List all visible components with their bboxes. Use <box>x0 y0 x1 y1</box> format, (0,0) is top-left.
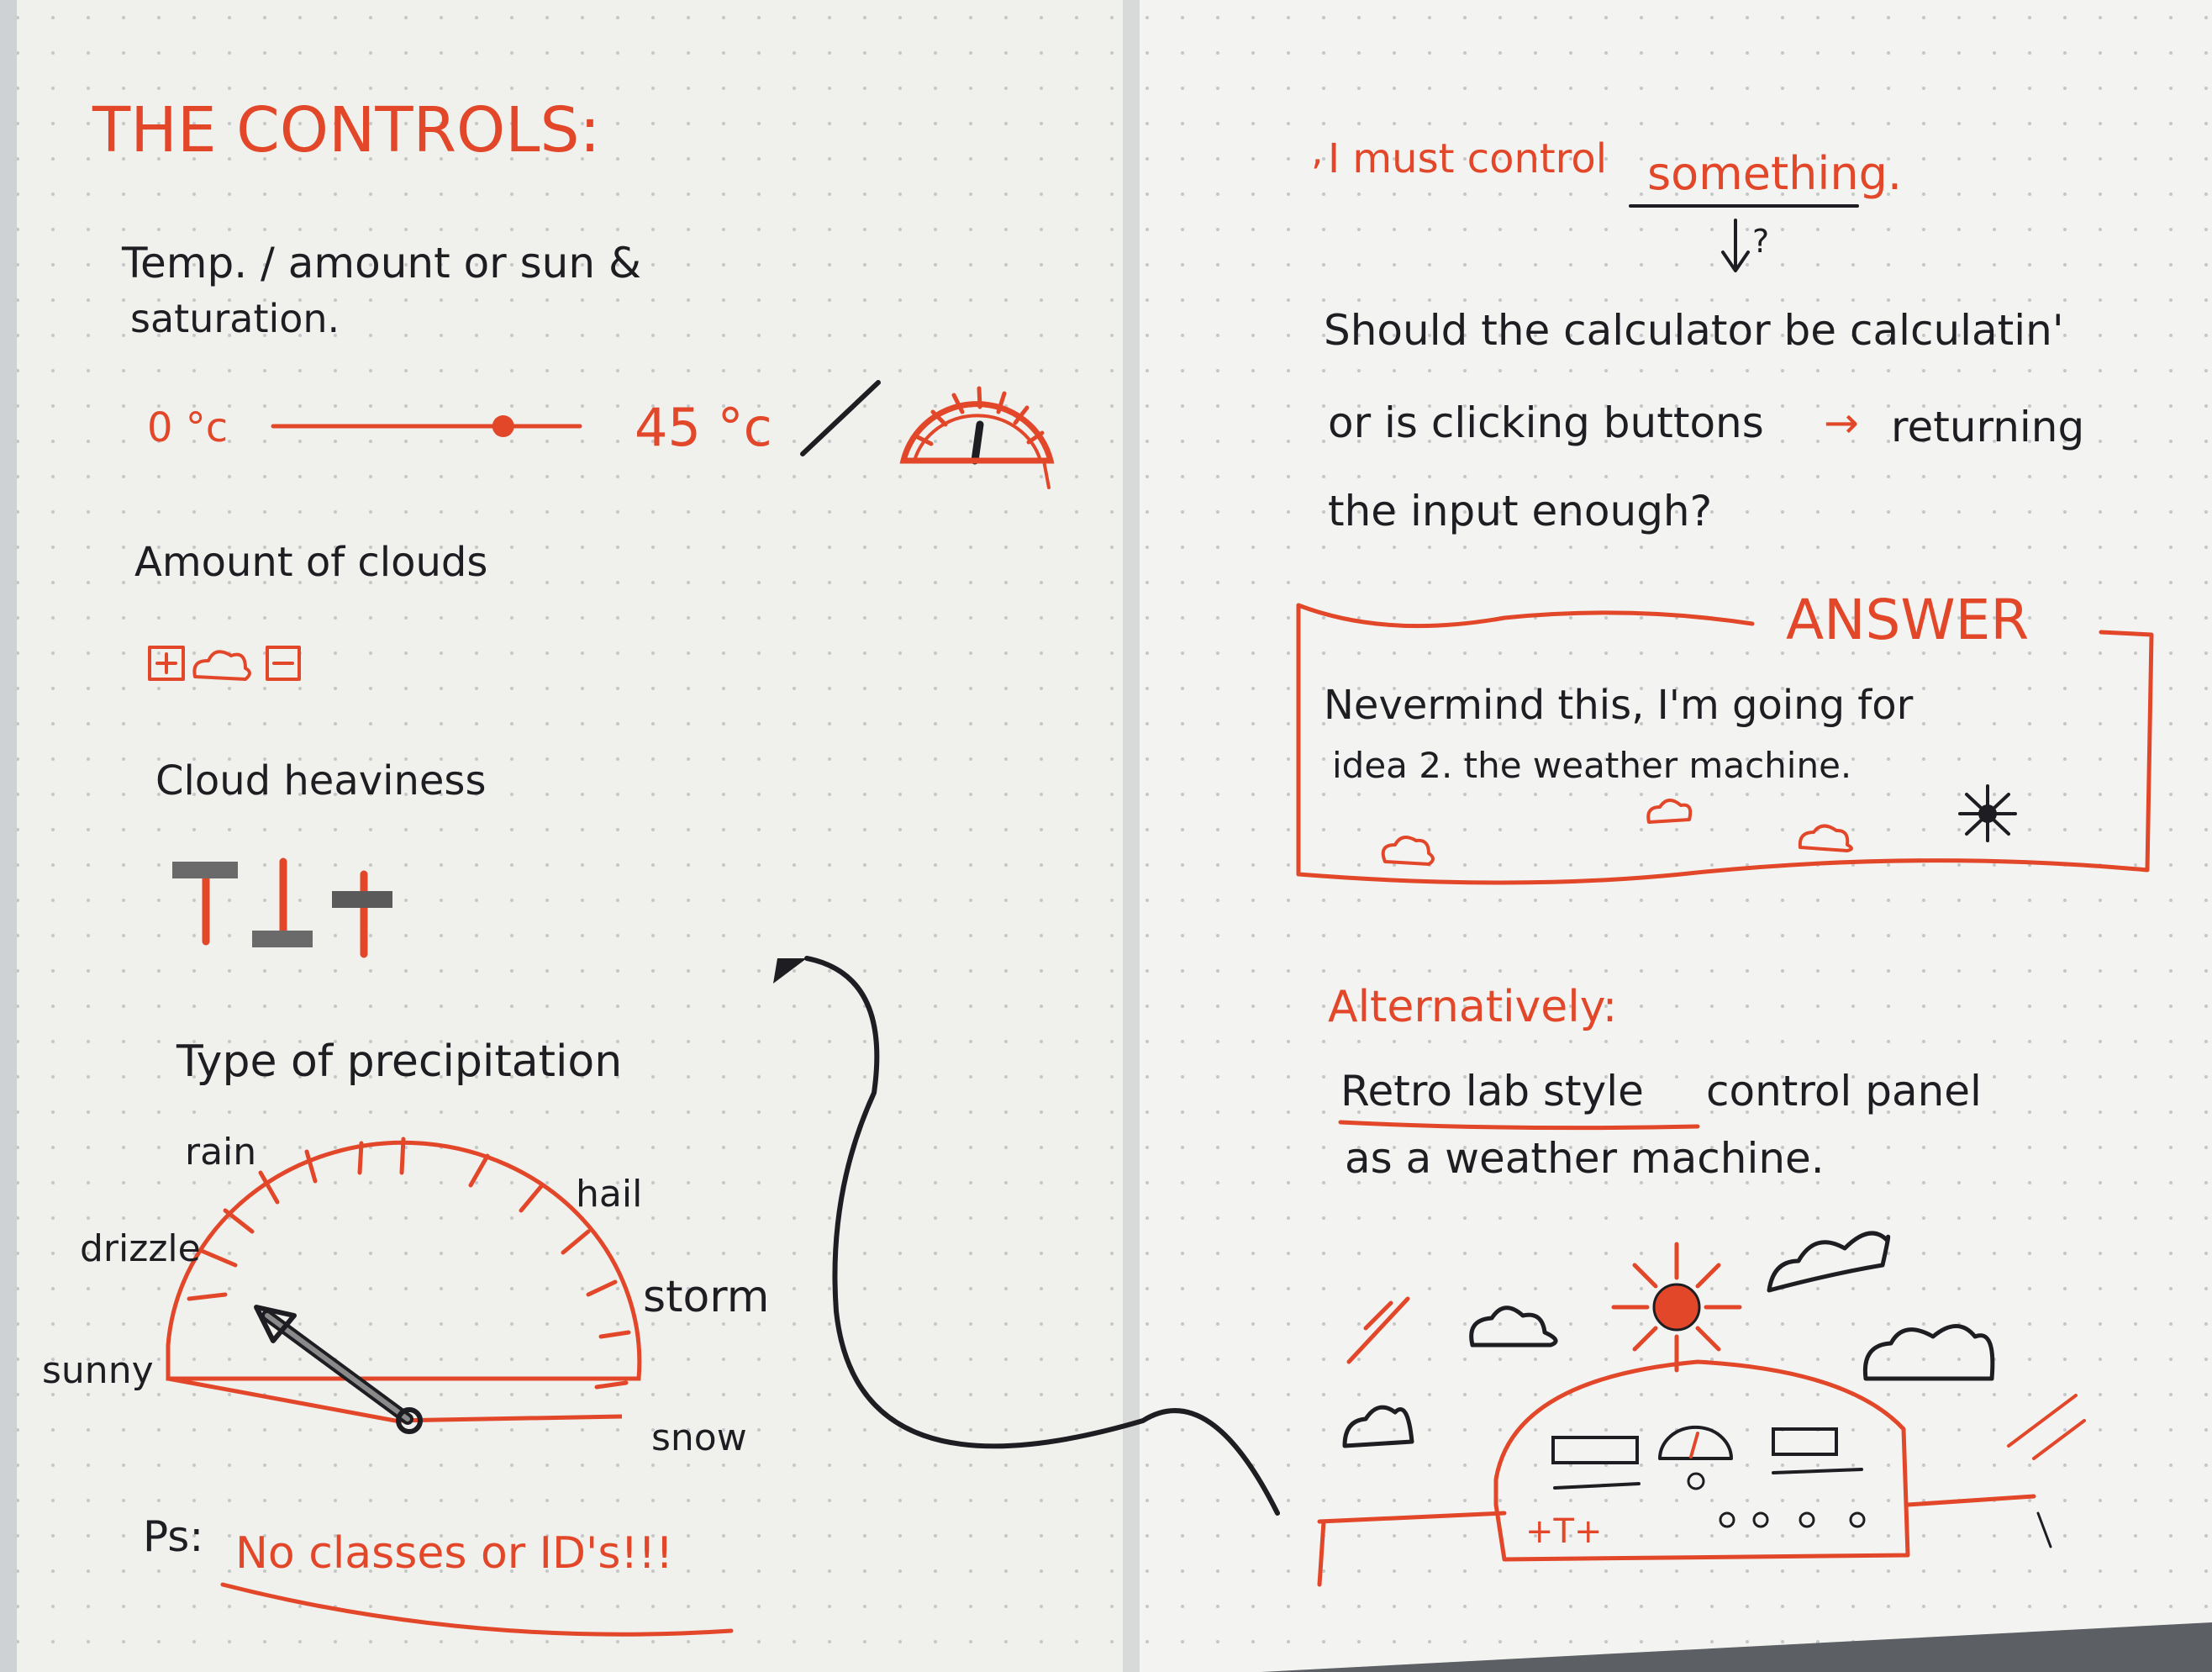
answer-title: ANSWER <box>1786 588 2029 652</box>
question-arrow: → <box>1824 398 1859 447</box>
slider-max-label: 45 °c <box>635 397 772 458</box>
panel-button[interactable] <box>1752 1511 1769 1528</box>
gauge-label-drizzle: drizzle <box>80 1227 201 1270</box>
gauge-label-sunny: sunny <box>42 1349 154 1392</box>
panel-button[interactable] <box>1849 1511 1866 1528</box>
heaviness-sliders <box>172 857 392 958</box>
cloud-icon <box>1862 1324 1995 1381</box>
panel-button[interactable] <box>1719 1511 1735 1528</box>
ps-prefix: Ps: <box>143 1512 203 1561</box>
down-arrow-head <box>1721 251 1750 272</box>
temp-slider-knob[interactable] <box>492 415 514 437</box>
gauge-label-storm: storm <box>643 1272 769 1322</box>
temp-label-line2: saturation. <box>130 296 340 341</box>
connector-arrow <box>804 956 1280 1516</box>
heaviness-label: Cloud heaviness <box>155 757 486 804</box>
panel-knob[interactable] <box>1687 1472 1705 1490</box>
temp-label-line1: Temp. / amount or sun & <box>121 239 641 287</box>
plus-button[interactable] <box>148 646 185 681</box>
sun-icon <box>1958 784 2017 842</box>
ps-underline <box>220 1582 734 1637</box>
cloud-icon <box>192 650 251 681</box>
answer-box <box>1296 603 2154 885</box>
question-mark: ? <box>1752 223 1769 260</box>
desk-edge <box>1261 1622 2212 1672</box>
intro-comma: , <box>1311 128 1324 173</box>
rain-lines-icon <box>1346 1296 1410 1364</box>
cloud-amount-control <box>148 646 301 681</box>
intro-prefix: I must control <box>1328 135 1607 182</box>
precip-label: Type of precipitation <box>176 1036 622 1087</box>
question-line3: the input enough? <box>1328 487 1712 535</box>
cloud-icon <box>1767 1231 1891 1293</box>
controls-heading: THE CONTROLS: <box>92 94 600 166</box>
heaviness-slider-2[interactable] <box>252 857 313 947</box>
question-line2: or is clicking buttons <box>1328 398 1764 447</box>
weather-machine-panel: +T+ <box>1317 1359 2086 1587</box>
gauge-label-hail: hail <box>576 1173 642 1216</box>
panel-gauge[interactable] <box>1658 1425 1733 1460</box>
gauge-label-rain: rain <box>185 1131 256 1174</box>
question-line2b: returning <box>1891 403 2084 451</box>
connector-arrowhead <box>773 958 807 984</box>
alt-underline <box>1338 1120 1700 1131</box>
slash-divider <box>800 380 881 456</box>
cloud-icon <box>1646 799 1693 824</box>
panel-slider-label: +T+ <box>1525 1512 1602 1551</box>
alt-heading: Alternatively: <box>1328 982 1617 1032</box>
small-temp-gauge[interactable] <box>899 386 1055 489</box>
heaviness-slider-1[interactable] <box>172 862 238 946</box>
panel-screen-right <box>1772 1427 1838 1456</box>
answer-box-top <box>1296 603 1755 629</box>
gauge-label-snow: snow <box>651 1416 747 1459</box>
cloud-icon <box>1381 836 1435 866</box>
intro-emphasis: something. <box>1647 147 1902 200</box>
clouds-label: Amount of clouds <box>134 539 487 586</box>
minus-button[interactable] <box>266 646 301 681</box>
panel-screen-left <box>1551 1436 1639 1464</box>
cloud-icon <box>1469 1305 1558 1348</box>
alt-line1-rest: control panel <box>1706 1067 1982 1116</box>
cloud-icon <box>1798 824 1853 852</box>
answer-line1: Nevermind this, I'm going for <box>1324 682 1914 729</box>
question-line1: Should the calculator be calculatin' <box>1324 306 2064 355</box>
panel-button[interactable] <box>1799 1511 1815 1528</box>
sun-icon <box>1611 1242 1742 1373</box>
slider-min-label: 0 °c <box>147 404 228 451</box>
alt-line2: as a weather machine. <box>1345 1134 1825 1183</box>
cloud-icon <box>1342 1405 1414 1448</box>
ps-text: No classes or ID's!!! <box>235 1528 673 1579</box>
precipitation-dial[interactable] <box>166 1137 642 1434</box>
alt-line1-underlined: Retro lab style <box>1340 1067 1644 1116</box>
answer-line2: idea 2. the weather machine. <box>1332 745 1851 786</box>
spine <box>1123 0 1140 1672</box>
heaviness-slider-3[interactable] <box>332 870 392 958</box>
